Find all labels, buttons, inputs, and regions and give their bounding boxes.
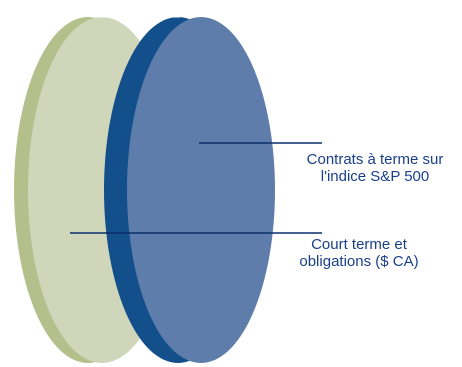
label-sp500-line-1: Contrats à terme sur	[306, 151, 444, 168]
label-short-term-line-1: Court terme et	[311, 236, 407, 253]
front-disc	[104, 17, 275, 363]
label-sp500-line-2: l'indice S&P 500	[320, 168, 430, 185]
label-short-term-line-2: obligations ($ CA)	[299, 253, 419, 270]
label-short-term-bonds: Court terme et obligations ($ CA)	[284, 236, 434, 270]
front-disc-face	[127, 17, 275, 363]
label-sp500-futures: Contrats à terme sur l'indice S&P 500	[290, 151, 460, 185]
